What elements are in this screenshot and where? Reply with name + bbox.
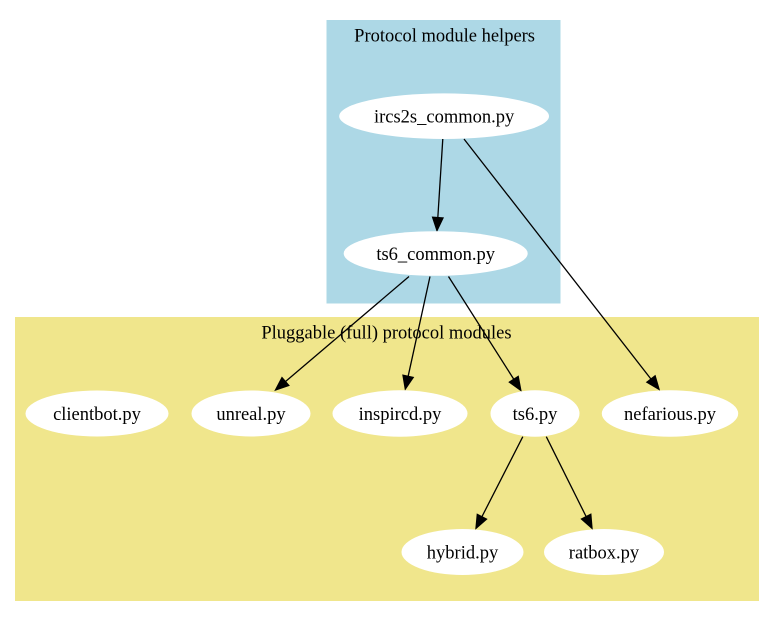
svg-text:nefarious.py: nefarious.py: [624, 405, 717, 425]
svg-text:ircs2s_common.py: ircs2s_common.py: [374, 108, 515, 128]
svg-text:clientbot.py: clientbot.py: [53, 405, 142, 425]
svg-text:unreal.py: unreal.py: [216, 405, 286, 425]
svg-text:ts6_common.py: ts6_common.py: [376, 245, 495, 265]
svg-text:ts6.py: ts6.py: [513, 405, 558, 425]
svg-text:Pluggable (full) protocol modu: Pluggable (full) protocol modules: [261, 324, 511, 344]
svg-text:inspircd.py: inspircd.py: [359, 405, 442, 425]
svg-text:ratbox.py: ratbox.py: [569, 543, 640, 563]
svg-text:hybrid.py: hybrid.py: [427, 543, 499, 563]
svg-text:Protocol module helpers: Protocol module helpers: [354, 26, 535, 46]
